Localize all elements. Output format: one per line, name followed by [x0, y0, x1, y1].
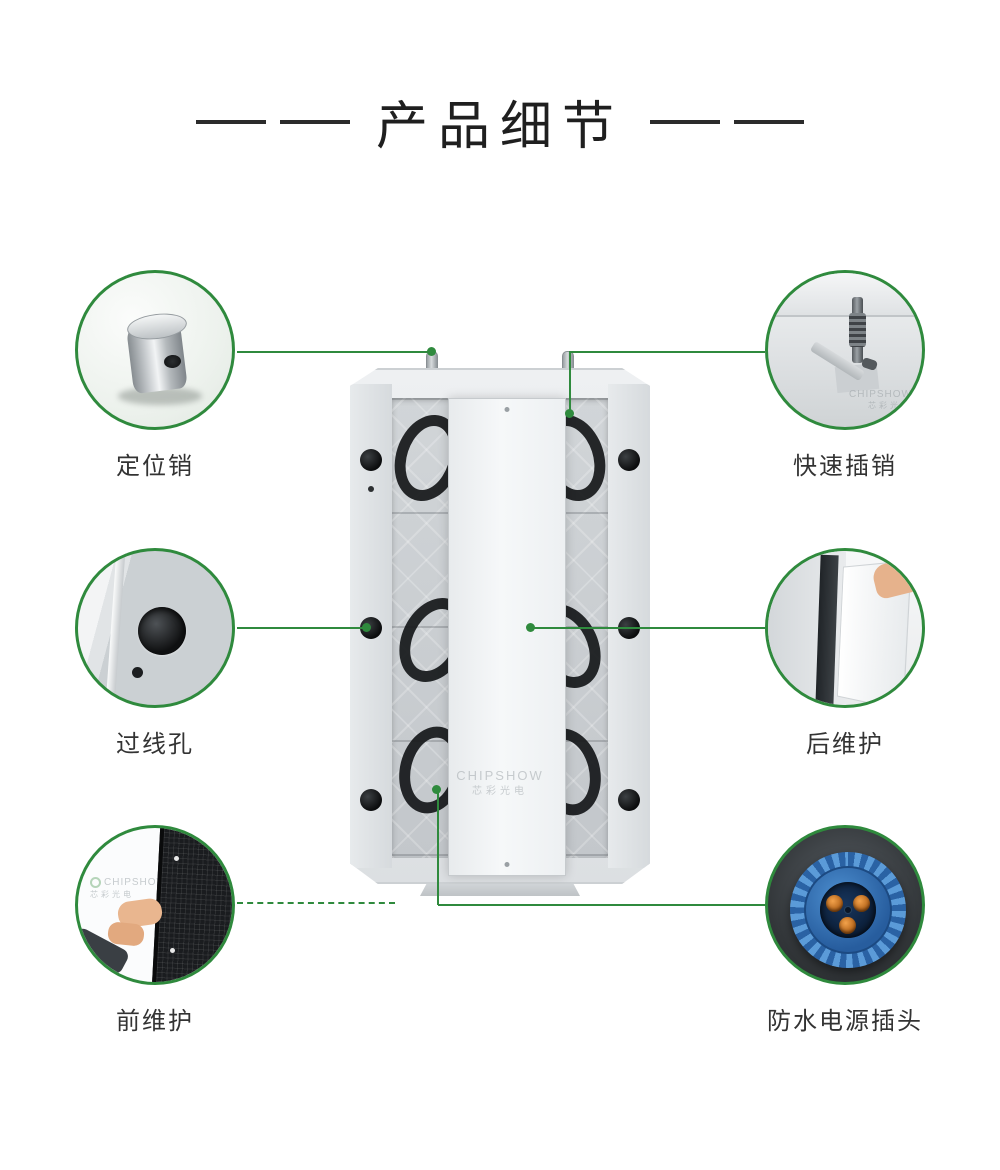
cable-hole-icon: [360, 449, 382, 471]
cable-hole-photo: [75, 548, 235, 708]
cabinet-foot: [420, 884, 580, 896]
title-left-dashes: [195, 119, 350, 124]
positioning-pin-photo: [75, 270, 235, 430]
cable-hole-icon: [618, 449, 640, 471]
connector-line-positioning-pin: [237, 351, 430, 353]
callout-label-front-maintenance: 前维护: [116, 1008, 194, 1035]
lifting-pin-icon: [562, 351, 574, 370]
callout-label-positioning-pin: 定位销: [116, 453, 194, 480]
watermark-cn-text: 芯彩光电: [90, 889, 134, 899]
cable-hole-icon: [618, 789, 640, 811]
connector-dot-positioning-pin: [427, 347, 436, 356]
cabinet-center-panel: [448, 398, 566, 876]
callout-quick-latch: CHIPSHOW 芯彩光电 快速插销: [765, 270, 925, 481]
screw-dot: [504, 407, 510, 412]
callout-label-rear-maintenance: 后维护: [806, 731, 884, 758]
watermark-text: CHIPSHOW: [849, 388, 912, 400]
connector-line-cable-hole: [237, 627, 367, 629]
dash-line: [195, 119, 266, 124]
watermark: CHIPSHOW 芯彩光电: [456, 768, 544, 798]
screw-dot: [132, 667, 143, 678]
connector-line-quick-latch: [570, 351, 765, 353]
callout-label-cable-hole: 过线孔: [116, 731, 194, 758]
dash-line: [279, 119, 350, 124]
cabinet-top-plate: [768, 273, 922, 317]
callout-front-maintenance: CHIPSHOW 芯彩光电 前维护: [75, 825, 235, 1036]
screw-dot: [170, 948, 175, 953]
cabinet-body: CHIPSHOW 芯彩光电: [350, 368, 650, 884]
watermark: CHIPSHOW 芯彩光电: [849, 388, 912, 411]
plug-pin-icon: [853, 895, 870, 912]
page-title: 产品细节: [375, 98, 624, 156]
led-module-panel: [151, 828, 232, 982]
connector-line-front-maintenance: [237, 902, 395, 904]
connector-dot-waterproof-plug: [432, 785, 441, 794]
screw-dot: [174, 856, 179, 861]
callout-positioning-pin: 定位销: [75, 270, 235, 481]
connector-line-rear-maintenance: [534, 627, 765, 629]
watermark-cn-text: 芯彩光电: [868, 400, 912, 410]
watermark-text: CHIPSHOW: [456, 768, 544, 783]
plug-pin-icon: [839, 917, 856, 934]
connector-line-quick-latch: [569, 351, 571, 413]
watermark-text: CHIPSHOW: [104, 877, 167, 888]
callout-waterproof-plug: 防水电源插头: [765, 825, 925, 1036]
callout-label-waterproof-plug: 防水电源插头: [767, 1008, 923, 1035]
watermark-cn-text: 芯彩光电: [472, 785, 528, 797]
waterproof-plug-photo: [765, 825, 925, 985]
dash-line: [734, 119, 804, 124]
dash-line: [650, 119, 720, 124]
chipshow-logo-icon: [90, 876, 101, 888]
screw-dot: [504, 862, 510, 867]
front-maintenance-photo: CHIPSHOW 芯彩光电: [75, 825, 235, 985]
connector-dot-rear-maintenance: [526, 623, 535, 632]
callout-cable-hole: 过线孔: [75, 548, 235, 759]
title-right-dashes: [650, 119, 804, 124]
connector-dot-quick-latch: [565, 409, 574, 418]
latch-spring-icon: [849, 313, 866, 347]
callout-label-quick-latch: 快速插销: [793, 453, 897, 480]
watermark: CHIPSHOW 芯彩光电: [90, 876, 167, 900]
connector-dot-cable-hole: [362, 623, 371, 632]
connector-line-waterproof-plug: [437, 790, 439, 905]
connector-line-waterproof-plug: [438, 904, 765, 906]
rear-maintenance-photo: [765, 548, 925, 708]
screw-dot: [368, 486, 374, 492]
panel-edge: [105, 551, 126, 705]
plug-pin-icon: [826, 895, 843, 912]
plug-center-hole: [844, 906, 852, 914]
product-image-cabinet-back: CHIPSHOW 芯彩光电: [350, 348, 650, 896]
section-header: 产品细节: [0, 84, 1000, 159]
cable-hole-icon: [360, 617, 382, 639]
callout-rear-maintenance: 后维护: [765, 548, 925, 759]
cable-hole-icon: [138, 607, 186, 655]
quick-latch-photo: CHIPSHOW 芯彩光电: [765, 270, 925, 430]
cable-hole-icon: [360, 789, 382, 811]
